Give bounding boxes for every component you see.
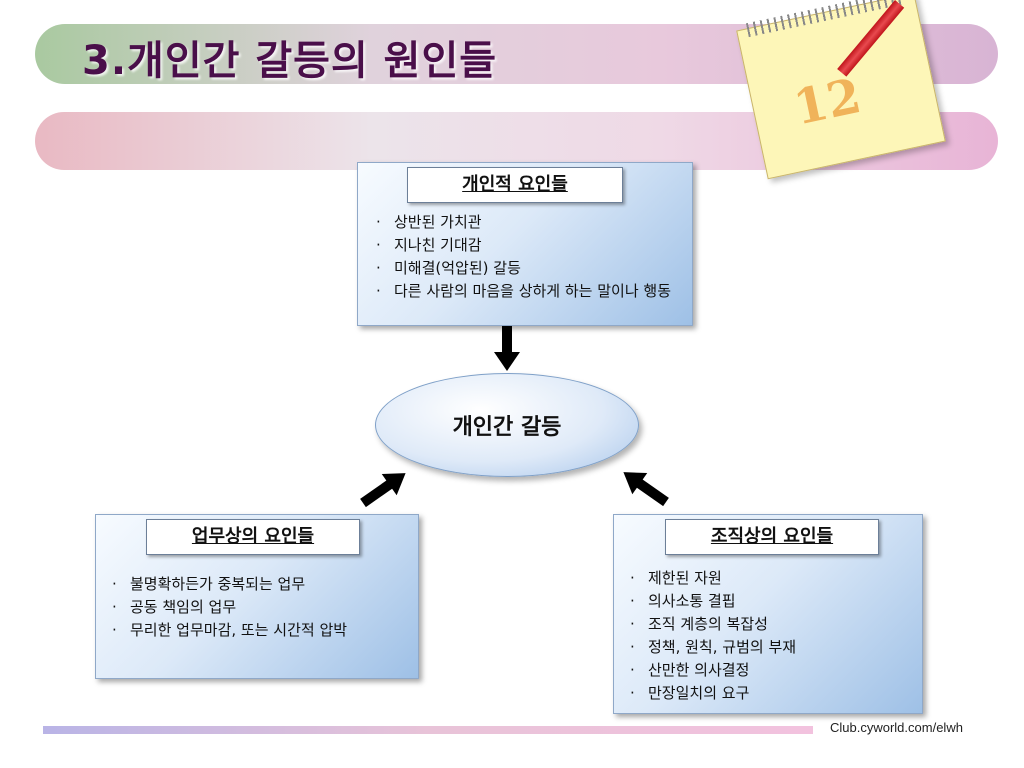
list-item: ·다른 사람의 마음을 상하게 하는 말이나 행동 bbox=[376, 280, 691, 303]
list-item: ·지나친 기대감 bbox=[376, 234, 691, 257]
list-item: ·제한된 자원 bbox=[630, 567, 920, 590]
arrow-up-right-icon bbox=[360, 473, 406, 508]
list-item: ·상반된 가치관 bbox=[376, 211, 691, 234]
organization-factors-label: 조직상의 요인들 bbox=[665, 519, 879, 555]
bullet-icon: · bbox=[112, 575, 117, 593]
list-item: ·불명확하든가 중복되는 업무 bbox=[112, 573, 417, 596]
bullet-icon: · bbox=[630, 615, 635, 633]
bullet-icon: · bbox=[630, 592, 635, 610]
organization-factors-box: 조직상의 요인들 ·제한된 자원 ·의사소통 결핍 ·조직 계층의 복잡성 ·정… bbox=[613, 514, 923, 714]
bullet-icon: · bbox=[630, 684, 635, 702]
task-factors-label: 업무상의 요인들 bbox=[146, 519, 360, 555]
list-item: ·무리한 업무마감, 또는 시간적 압박 bbox=[112, 619, 417, 642]
personal-factors-list: ·상반된 가치관 ·지나친 기대감 ·미해결(억압된) 갈등 ·다른 사람의 마… bbox=[376, 211, 691, 303]
list-item: ·정책, 원칙, 규범의 부재 bbox=[630, 636, 920, 659]
list-item: ·공동 책임의 업무 bbox=[112, 596, 417, 619]
bullet-icon: · bbox=[112, 621, 117, 639]
list-item: ·미해결(억압된) 갈등 bbox=[376, 257, 691, 280]
page-title: 3.개인간 갈등의 원인들 bbox=[82, 38, 498, 84]
list-item: ·의사소통 결핍 bbox=[630, 590, 920, 613]
bullet-icon: · bbox=[630, 638, 635, 656]
arrow-up-left-icon bbox=[623, 472, 669, 507]
interpersonal-conflict-node: 개인간 갈등 bbox=[375, 373, 639, 477]
list-item: ·만장일치의 요구 bbox=[630, 682, 920, 705]
bullet-icon: · bbox=[112, 598, 117, 616]
calendar-number: 12 bbox=[788, 67, 866, 137]
bullet-icon: · bbox=[376, 213, 381, 231]
personal-factors-box: 개인적 요인들 ·상반된 가치관 ·지나친 기대감 ·미해결(억압된) 갈등 ·… bbox=[357, 162, 693, 326]
task-factors-list: ·불명확하든가 중복되는 업무 ·공동 책임의 업무 ·무리한 업무마감, 또는… bbox=[112, 573, 417, 642]
list-item: ·산만한 의사결정 bbox=[630, 659, 920, 682]
interpersonal-conflict-label: 개인간 갈등 bbox=[452, 415, 562, 440]
arrow-down-icon bbox=[494, 326, 520, 371]
organization-factors-list: ·제한된 자원 ·의사소통 결핍 ·조직 계층의 복잡성 ·정책, 원칙, 규범… bbox=[630, 567, 920, 705]
bullet-icon: · bbox=[630, 661, 635, 679]
footer-source: Club.cyworld.com/elwh bbox=[830, 720, 963, 735]
bullet-icon: · bbox=[376, 236, 381, 254]
bullet-icon: · bbox=[630, 569, 635, 587]
list-item: ·조직 계층의 복잡성 bbox=[630, 613, 920, 636]
task-factors-box: 업무상의 요인들 ·불명확하든가 중복되는 업무 ·공동 책임의 업무 ·무리한… bbox=[95, 514, 419, 679]
bullet-icon: · bbox=[376, 282, 381, 300]
bullet-icon: · bbox=[376, 259, 381, 277]
footer-bar bbox=[43, 726, 813, 734]
personal-factors-label: 개인적 요인들 bbox=[407, 167, 623, 203]
